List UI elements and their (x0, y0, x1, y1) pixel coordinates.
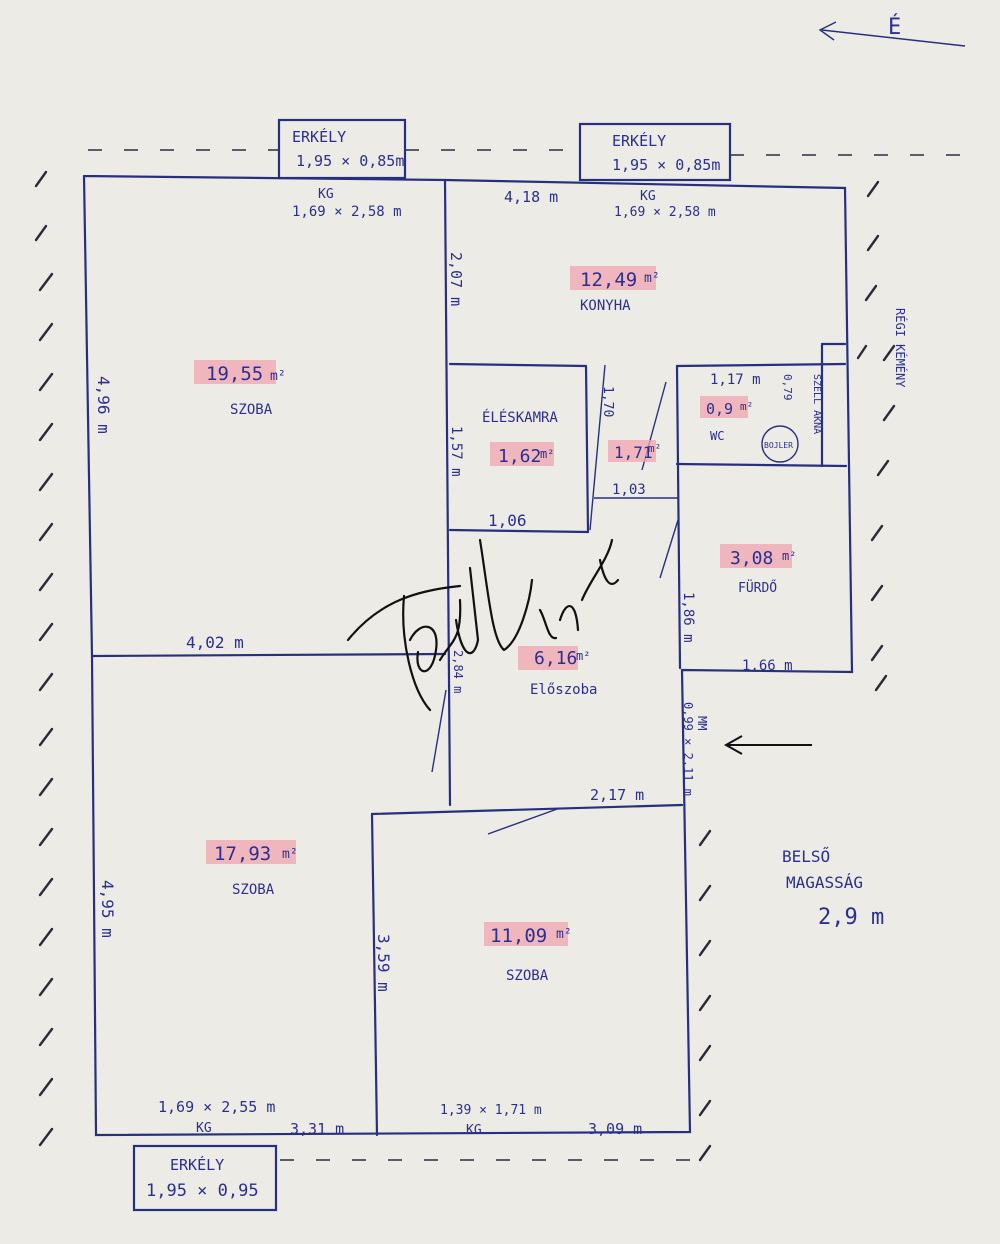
dim-room3-depth: 3,59 m (374, 934, 393, 992)
kg-label: KG (318, 187, 334, 202)
kg-label: KG (466, 1123, 482, 1138)
dim-wc-depth: 0,79 (781, 374, 794, 401)
room-furdo: 3,08 m² FÜRDŐ (720, 544, 796, 596)
dim-bath-height: 1,86 m (680, 592, 696, 643)
room-area: 1,62 (498, 446, 541, 467)
room-eleskamra: ÉLÉSKAMRA 1,62 m² (482, 409, 558, 467)
room-name: SZOBA (230, 402, 273, 418)
balcony-top-left: ERKÉLY 1,95 × 0,85m (277, 118, 407, 180)
room-unit: m² (556, 927, 572, 942)
entrance-arrow (723, 735, 812, 755)
balcony-label: ERKÉLY (612, 131, 666, 150)
hatch-left (34, 170, 54, 1147)
dim-hall-height: 2,84 m (451, 650, 465, 693)
room-unit: m² (648, 442, 661, 455)
dim-wall-207: 2,07 m (447, 252, 465, 306)
room-name: FÜRDŐ (738, 579, 777, 596)
room-area: 0,9 (706, 400, 733, 418)
balcony-label: ERKÉLY (170, 1155, 224, 1174)
kg-label: KG (640, 189, 656, 204)
dim-small-width: 1,03 (612, 482, 646, 498)
signature-watermark (346, 538, 620, 712)
north-arrow: É (818, 14, 966, 47)
room-konyha: 12,49 m² KONYHA (570, 266, 660, 314)
room-unit: m² (282, 847, 298, 862)
door-mm-label: MM (695, 716, 709, 730)
dim-kitchen-width: 4,18 m (504, 188, 558, 206)
dim-bath-width: 1,66 m (742, 658, 793, 674)
room-name: KONYHA (580, 298, 631, 314)
room-eloszoba: 6,16 m² Előszoba (518, 646, 597, 698)
dim-pantry-width: 1,06 (488, 511, 527, 530)
balcony-bottom: ERKÉLY 1,95 × 0,95 (132, 1144, 278, 1212)
room-area: 12,49 (580, 269, 637, 291)
note-line2: MAGASSÁG (786, 873, 863, 892)
dim-window-top-right: 1,69 × 2,58 m (614, 205, 716, 220)
kg-label: KG (196, 1121, 212, 1136)
balcony-size: 1,95 × 0,85m (612, 156, 720, 174)
balcony-label: ERKÉLY (292, 127, 346, 146)
hatch-right (698, 180, 896, 1162)
dim-small-height: 1,70 (600, 386, 615, 417)
outer-walls (82, 174, 854, 1137)
dim-door: 0,99 × 2,11 m (681, 702, 695, 796)
room-unit: m² (576, 649, 590, 663)
dim-pantry-height: 1,57 m (448, 426, 464, 477)
dim-window-bottom-left: 1,69 × 2,55 m (158, 1098, 275, 1116)
room-unit: m² (644, 271, 660, 286)
dim-wc-width: 1,17 m (710, 372, 761, 388)
note-value: 2,9 m (818, 905, 884, 930)
dim-room2-depth: 4,95 m (98, 880, 117, 938)
room-szoba-2: 17,93 m² SZOBA (206, 840, 298, 898)
room-unit: m² (740, 400, 753, 413)
dim-bottom-309: 3,09 m (588, 1120, 642, 1138)
property-dash-lines (88, 149, 960, 1161)
room-name: Előszoba (530, 682, 597, 698)
boiler: BOJLER (761, 425, 799, 463)
dim-bottom-331: 3,31 m (290, 1120, 344, 1138)
dim-window-top-left: 1,69 × 2,58 m (292, 204, 402, 220)
dim-room1-depth: 4,96 m (94, 376, 113, 434)
room-name: SZOBA (232, 882, 275, 898)
room-szoba-1: 19,55 m² SZOBA (194, 360, 286, 418)
dim-hall-width: 2,17 m (590, 786, 644, 804)
room-area: 19,55 (206, 363, 263, 385)
balcony-size: 1,95 × 0,85m (296, 152, 404, 170)
height-note: BELSŐ MAGASSÁG 2,9 m (782, 846, 884, 930)
room-unit: m² (540, 447, 554, 461)
dimension-labels: 4,18 m KG 1,69 × 2,58 m KG 1,69 × 2,58 m… (94, 187, 908, 1138)
note-line1: BELSŐ (782, 846, 830, 866)
boiler-label: BOJLER (764, 441, 793, 450)
szell-akna-label: SZELL AKNA (811, 374, 822, 434)
interior-walls (90, 178, 848, 1137)
room-wc: 0,9 m² WC (700, 396, 753, 443)
dim-window-bottom-mid: 1,39 × 1,71 m (440, 1103, 542, 1118)
dim-room1-width: 4,02 m (186, 633, 244, 652)
room-area: 6,16 (534, 648, 577, 669)
room-szoba-3: 11,09 m² SZOBA (484, 922, 572, 984)
room-name: WC (710, 429, 724, 443)
room-area: 17,93 (214, 843, 271, 865)
balcony-top-right: ERKÉLY 1,95 × 0,85m (578, 122, 732, 182)
room-name: ÉLÉSKAMRA (482, 409, 558, 426)
room-kis: 1,71 m² (608, 440, 661, 462)
room-area: 1,71 (614, 443, 653, 462)
balcony-size: 1,95 × 0,95 (146, 1181, 259, 1201)
room-name: SZOBA (506, 968, 549, 984)
north-label: É (888, 14, 901, 40)
room-unit: m² (270, 369, 286, 384)
room-area: 3,08 (730, 548, 773, 569)
regi-kemeny-label: RÉGI KÉMÉNY (893, 308, 908, 388)
room-unit: m² (782, 549, 796, 563)
room-area: 11,09 (490, 925, 547, 947)
